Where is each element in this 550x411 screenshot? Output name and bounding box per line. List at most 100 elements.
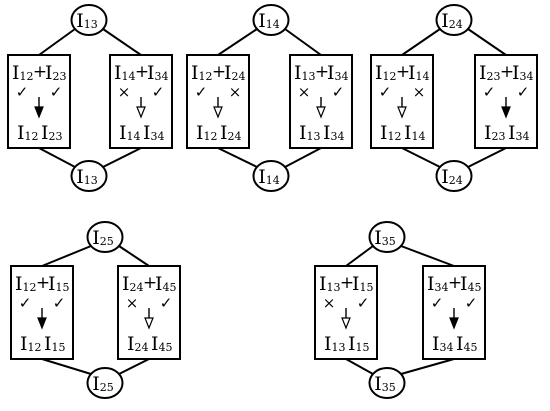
module-i14-left-box-product-term-b-sub: 24	[228, 130, 242, 143]
module-i13-right-box-sum-term-a-sub: 14	[122, 70, 136, 83]
module-i24-left-box-sum-term-a-sub: 12	[383, 70, 397, 83]
module-i25-left-box-product-term-a-sub: 12	[28, 341, 42, 354]
module-i25-bottom-label: I25	[92, 373, 114, 395]
module-i13-right-box-product-term-a-main: I	[119, 122, 127, 144]
module-i13-connector-top-left	[38, 28, 76, 56]
module-i35-left-box-sum-term-a: I13	[319, 273, 341, 295]
module-i13-right-box-product-term-b-sub: 34	[151, 130, 165, 143]
module-i25-right-box-sum-term-a-sub: 24	[130, 281, 144, 294]
module-i35-right-box-sum-term-a-main: I	[427, 273, 435, 295]
module-i35-left-box-sum-term-a-sub: 13	[327, 281, 341, 294]
module-i13-right-box-sum-term-b-main: I	[147, 62, 155, 84]
module-i24-left-box-check-mark: ✓	[379, 83, 392, 101]
module-i25-connector-bottom-right	[118, 358, 150, 375]
module-i13-left-box-product-term-b: I23	[41, 122, 63, 144]
module-i24-left-box-sum-term-a: I12	[375, 62, 397, 84]
module-i14-left-box-sum-term-b-main: I	[224, 62, 232, 84]
module-i14-connector-top-right	[284, 28, 322, 56]
module-i14-right-box-sum-term-b: I34	[327, 62, 349, 84]
module-i35-right-box-check-mark: ✓	[465, 294, 478, 312]
module-i35-top-node	[368, 221, 406, 253]
module-i25-connector-top-left	[41, 245, 92, 267]
module-i13-left-box-sum-term-b-sub: 23	[53, 70, 67, 83]
module-i24-right-box-product-term-b: I34	[508, 122, 530, 144]
module-i25-bottom-label-sub: 25	[100, 381, 114, 394]
module-i24-left-box-sum-term-a-main: I	[375, 62, 383, 84]
module-i35-left-box-plus: +	[340, 273, 354, 293]
module-i14-right-box-product-term-a: I13	[299, 122, 321, 144]
module-i13-top-label: I13	[76, 10, 98, 32]
module-i35-left-box-product-term-b-sub: 15	[356, 341, 370, 354]
module-i35-connector-bottom-right	[400, 358, 455, 375]
module-i25-right-box-product-term-b-main: I	[151, 333, 159, 355]
module-i25-connector-bottom-left	[41, 358, 92, 375]
module-i25-right-box-cross-mark: ×	[126, 294, 139, 312]
module-i24-left-box-cross-mark: ×	[413, 83, 426, 101]
module-i35-right-box-sum-term-b: I45	[460, 273, 482, 295]
module-i14-connector-top-left	[217, 28, 258, 56]
module-i35-right-box-sum-term-b-sub: 45	[468, 281, 482, 294]
module-i13-connector-bottom-right	[102, 147, 142, 168]
module-i24-left-box-product-term-b: I14	[404, 122, 426, 144]
module-i13-bottom-node	[70, 160, 108, 192]
module-i24-right-box-product-term-a-main: I	[484, 122, 492, 144]
module-i25-top-node	[86, 221, 124, 253]
module-i13-top-node	[70, 4, 108, 36]
module-i13-top-label-sub: 13	[84, 18, 98, 31]
module-i13-left-box-product-term-a: I12	[17, 122, 39, 144]
module-i35-bottom-node	[368, 367, 406, 399]
module-i25-left-box-product-term-b-main: I	[44, 333, 52, 355]
module-i35-bottom-label-sub: 35	[382, 381, 396, 394]
module-i35-left-box-sum-term-a-main: I	[319, 273, 327, 295]
module-i14-bottom-label: I14	[258, 166, 280, 188]
module-i24-right-box-sum-term-a: I23	[479, 62, 501, 84]
module-i24-right-box-sum-term-b-main: I	[512, 62, 520, 84]
module-i25-left-box-sum-term-a: I12	[15, 273, 37, 295]
module-i24-left-box-sum-term-b-sub: 14	[416, 70, 430, 83]
module-i35-left-box-arrow-head	[341, 317, 351, 330]
module-i14-bottom-label-main: I	[258, 166, 266, 188]
module-i24-right-box-product-term-a-sub: 23	[492, 130, 506, 143]
module-i35-right-box-arrow-head	[449, 317, 459, 330]
module-i24-right-box-check-mark: ✓	[483, 83, 496, 101]
module-i25-left-box-product-term-a-main: I	[20, 333, 28, 355]
module-i25-left-box-product-term-a: I12	[20, 333, 42, 355]
module-i25-right-box-sum-term-a: I24	[122, 273, 144, 295]
module-i14-left-box-sum-term-a-main: I	[191, 62, 199, 84]
module-i14-left-box-sum-term-b-sub: 24	[232, 70, 246, 83]
module-i35-bottom-label: I35	[374, 373, 396, 395]
module-i35-top-label: I35	[374, 227, 396, 249]
module-i25-right-box-sum-term-b-main: I	[155, 273, 163, 295]
module-i13-left-box-check-mark: ✓	[50, 83, 63, 101]
module-i14-left-box-product-term-b-main: I	[220, 122, 228, 144]
module-i13-left-box-sum-term-a-sub: 12	[20, 70, 34, 83]
module-i25-left-box-sum-term-b-sub: 15	[56, 281, 70, 294]
module-i13-right-box-sum-term-b: I34	[147, 62, 169, 84]
module-i14-left-box-product-term-a-sub: 12	[204, 130, 218, 143]
module-i35-left-box-sum-term-b-main: I	[352, 273, 360, 295]
module-i13-left-box-product-term-b-sub: 23	[49, 130, 63, 143]
module-i25-bottom-label-main: I	[92, 373, 100, 395]
module-i35-right-box-product-term-b: I45	[456, 333, 478, 355]
module-i14-right-box-product-term-b-main: I	[323, 122, 331, 144]
module-i35-top-label-main: I	[374, 227, 382, 249]
module-i13-right-box-sum-term-a-main: I	[114, 62, 122, 84]
module-i35-connector-top-right	[400, 245, 455, 267]
module-i24-left-box-product-term-b-sub: 14	[412, 130, 426, 143]
module-i24-bottom-label-main: I	[441, 166, 449, 188]
module-i13-left-box-arrow-head	[34, 106, 44, 119]
module-i35-left-box-product-term-a-main: I	[324, 333, 332, 355]
module-i14-left-box-product-term-a-main: I	[196, 122, 204, 144]
module-i35-right-box-plus: +	[448, 273, 462, 293]
module-i13-left-box-product-term-a-sub: 12	[25, 130, 39, 143]
module-i25-right-box-product-term-b: I45	[151, 333, 173, 355]
module-i13-right-box-cross-mark: ×	[118, 83, 131, 101]
module-i35-left-box-check-mark: ✓	[357, 294, 370, 312]
